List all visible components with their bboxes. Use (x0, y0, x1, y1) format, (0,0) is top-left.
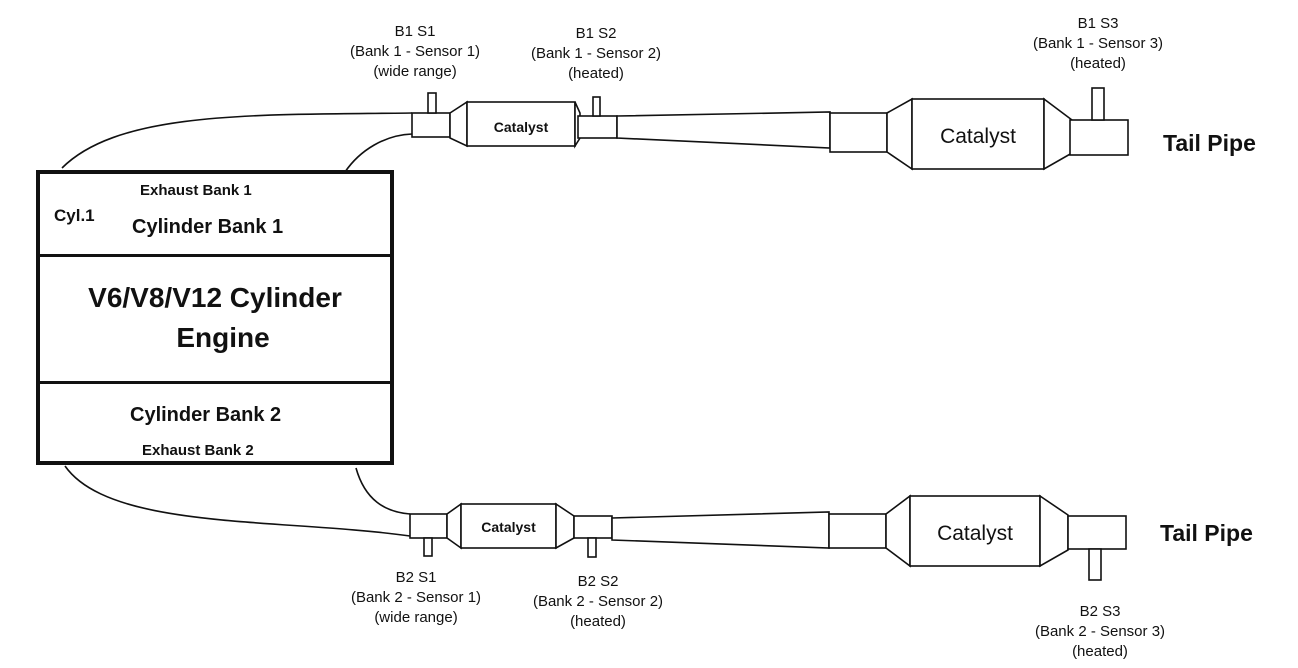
b1s2-code: B1 S2 (575, 25, 617, 42)
bank2-outer-pipe (64, 465, 411, 537)
b1s3-probe (1091, 87, 1105, 121)
b2s2-label: B2 S2 (Bank 2 - Sensor 2) (heated) (512, 572, 684, 632)
exhaust-bank1-label: Exhaust Bank 1 (140, 182, 252, 199)
b2-tail-pipe-label: Tail Pipe (1160, 520, 1253, 546)
b2-large-catalyst (909, 495, 1041, 567)
b2-tail-pipe-end (1067, 515, 1127, 550)
b1s2-type: (heated) (568, 65, 624, 82)
b1-small-catalyst-inlet (449, 100, 468, 148)
b1-tail-pipe-label: Tail Pipe (1163, 130, 1256, 156)
b1s3-name: (Bank 1 - Sensor 3) (1032, 35, 1164, 52)
b2-small-catalyst-label: Catalyst (481, 519, 536, 535)
b2s2-name: (Bank 2 - Sensor 2) (532, 593, 664, 610)
bank1-divider (40, 254, 390, 257)
b1-tail-pipe-end (1069, 119, 1129, 156)
b2s1-code: B2 S1 (395, 569, 437, 586)
engine-block: Exhaust Bank 1 Cyl.1 Cylinder Bank 1 V6/… (36, 170, 394, 465)
bank2-inner-pipe (355, 467, 411, 515)
b1s3-label: B1 S3 (Bank 1 - Sensor 3) (heated) (1012, 14, 1184, 74)
b1s1-label: B1 S1 (Bank 1 - Sensor 1) (wide range) (330, 22, 500, 82)
b2s1-type: (wide range) (374, 609, 458, 626)
b2s1-label: B2 S1 (Bank 2 - Sensor 1) (wide range) (330, 568, 502, 628)
b1s1-name: (Bank 1 - Sensor 1) (349, 43, 481, 60)
b1s3-code: B1 S3 (1077, 15, 1119, 32)
b1-large-catalyst-inlet (886, 97, 913, 171)
engine-title-line1: V6/V8/V12 Cylinder (88, 282, 342, 313)
b1s2-fitting (577, 115, 618, 139)
b2s2-type: (heated) (570, 613, 626, 630)
b1s2-label: B1 S2 (Bank 1 - Sensor 2) (heated) (510, 24, 682, 84)
bank2-divider (40, 381, 390, 384)
b1-small-catalyst-label: Catalyst (493, 119, 549, 135)
bank1-inner-pipe (344, 133, 413, 173)
b2s3-code: B2 S3 (1079, 603, 1121, 620)
b2s3-probe (1088, 548, 1102, 581)
b1s1-fitting (411, 112, 451, 138)
b1s1-type: (wide range) (373, 63, 457, 80)
exhaust-bank2-label: Exhaust Bank 2 (142, 442, 254, 459)
cylinder-1-label: Cyl.1 (54, 206, 95, 225)
b1s1-code: B1 S1 (394, 23, 436, 40)
b2s3-name: (Bank 2 - Sensor 3) (1034, 623, 1166, 640)
cylinder-bank1-label: Cylinder Bank 1 (132, 216, 284, 238)
b2-small-catalyst-outlet (555, 502, 575, 550)
b2s3-type: (heated) (1072, 643, 1128, 660)
b1-large-catalyst-label: Catalyst (940, 125, 1016, 148)
b1s3-type: (heated) (1070, 55, 1126, 72)
b2s2-fitting (573, 515, 613, 539)
b2s3-label: B2 S3 (Bank 2 - Sensor 3) (heated) (1014, 602, 1186, 662)
b1-large-catalyst-outlet (1043, 97, 1073, 171)
b1s1-probe (427, 92, 437, 114)
b2-large-catalyst-inlet-sleeve (828, 513, 887, 549)
b2-large-catalyst-outlet (1039, 494, 1069, 568)
b1-large-catalyst (911, 98, 1045, 170)
b1-small-catalyst (466, 101, 576, 147)
b2s2-code: B2 S2 (577, 573, 619, 590)
b2s1-probe (423, 537, 433, 557)
b2s2-probe (587, 537, 597, 558)
engine-title-line2: Engine (176, 322, 270, 353)
cylinder-bank2-label: Cylinder Bank 2 (130, 404, 282, 426)
b1s2-probe (592, 96, 601, 117)
bank1-outer-pipe (61, 112, 413, 169)
b2-mid-pipe (611, 511, 830, 549)
b2s1-name: (Bank 2 - Sensor 1) (350, 589, 482, 606)
b2-small-catalyst (460, 503, 557, 549)
b2-large-catalyst-label: Catalyst (937, 522, 1013, 545)
b1-mid-pipe (616, 111, 831, 149)
b2s1-fitting (409, 513, 448, 539)
b2-small-catalyst-inlet (446, 502, 462, 550)
b2-large-catalyst-inlet (885, 494, 911, 568)
b1-large-catalyst-inlet-sleeve (829, 112, 888, 153)
b1s2-name: (Bank 1 - Sensor 2) (530, 45, 662, 62)
